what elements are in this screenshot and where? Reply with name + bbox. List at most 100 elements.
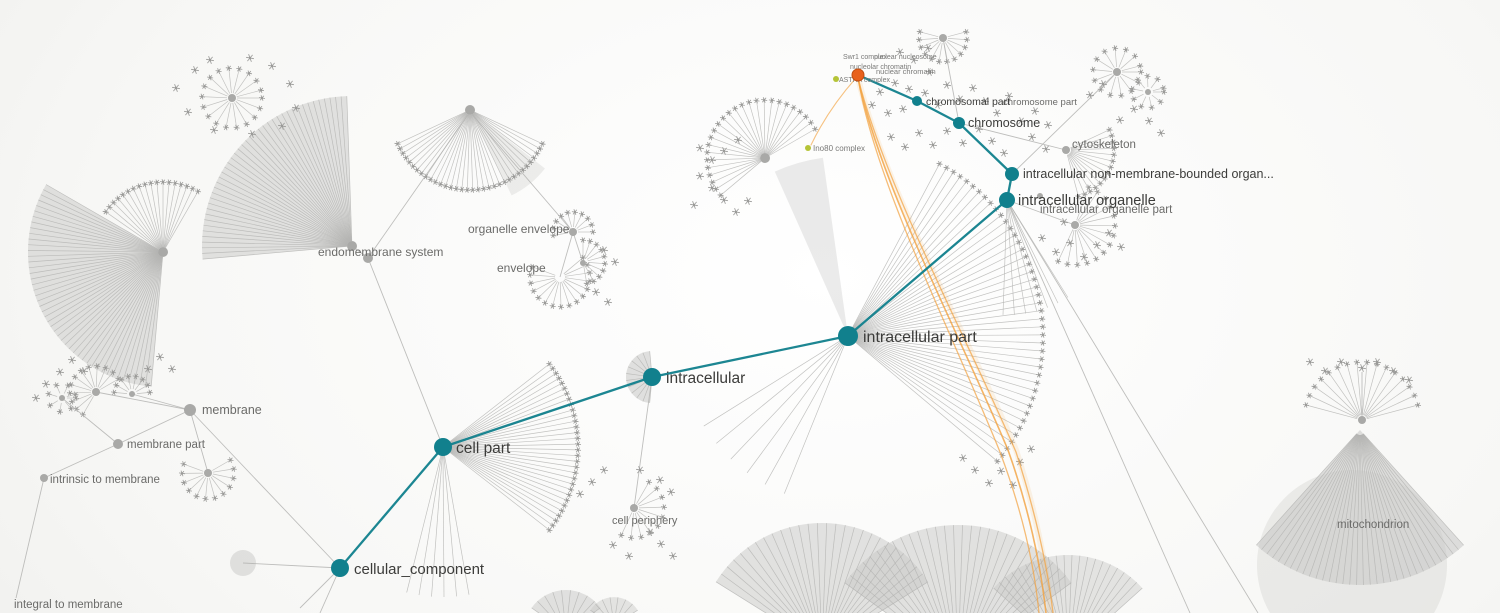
term-node-star[interactable] [406,159,413,166]
term-node-star[interactable] [114,195,122,202]
term-node-star[interactable] [1144,73,1151,79]
hub-node[interactable] [760,153,770,163]
term-node-star[interactable] [202,495,209,502]
hub-node[interactable] [363,253,373,263]
term-node-star[interactable] [993,109,1001,117]
label-cytoskeleton[interactable]: cytoskeleton [1072,139,1136,151]
node-label-chromosome[interactable]: chromosome [968,116,1040,130]
term-node-star[interactable] [111,389,118,396]
term-node-star[interactable] [899,105,907,113]
label-organelle-envelope[interactable]: organelle envelope [468,222,570,236]
term-node-star[interactable] [236,65,243,72]
node-intracellular-part[interactable] [838,326,858,346]
term-node-star[interactable] [491,183,498,190]
term-node-star[interactable] [418,170,425,177]
hub-node[interactable] [1071,221,1079,229]
term-node-star[interactable] [1075,193,1082,200]
term-node-star[interactable] [1306,392,1313,399]
term-node-star[interactable] [106,204,113,210]
term-node-star[interactable] [573,423,580,430]
term-node-star[interactable] [1037,299,1044,306]
term-node-star[interactable] [469,187,476,193]
term-node-star[interactable] [561,385,568,392]
label-intrinsic-to-membrane[interactable]: intrinsic to membrane [50,474,160,486]
term-node-star[interactable] [159,179,167,185]
term-node-star[interactable] [971,466,979,474]
term-node-star[interactable] [704,164,711,171]
term-node-star[interactable] [975,125,983,133]
term-node-star[interactable] [480,185,487,192]
term-node-star[interactable] [553,370,560,377]
term-node-star[interactable] [998,212,1005,219]
term-node-star[interactable] [745,99,753,106]
term-node-star[interactable] [144,382,151,389]
term-node-star[interactable] [884,109,892,117]
term-node-star[interactable] [573,298,580,305]
term-node-star[interactable] [1110,151,1117,158]
term-node-star[interactable] [734,136,742,144]
term-node-star[interactable] [654,523,661,530]
term-node-star[interactable] [501,179,508,186]
term-node-star[interactable] [130,185,137,192]
term-node-star[interactable] [1334,364,1341,371]
term-node-star[interactable] [1028,133,1036,141]
term-node-star[interactable] [553,517,560,524]
term-node-star[interactable] [178,470,186,477]
term-node-star[interactable] [427,176,434,183]
label-nuclear-nucleosome[interactable]: nuclear nucleosome [874,54,937,61]
hub-node[interactable] [580,260,586,266]
term-node-star[interactable] [812,126,819,132]
hub-node[interactable] [465,105,475,115]
term-node-star[interactable] [1092,184,1099,191]
label-nucleolar-chromatin[interactable]: nucleolar chromatin [850,64,911,71]
term-node-star[interactable] [53,382,60,389]
node-label-intracellular-non-membrane-bounded-organ[interactable]: intracellular non-membrane-bounded organ… [1023,167,1274,181]
term-node-star[interactable] [211,495,218,502]
term-node-star[interactable] [166,179,173,186]
term-node-star[interactable] [719,115,727,121]
node-label-cell-part[interactable]: cell part [456,440,511,457]
label-envelope[interactable]: envelope [497,261,546,275]
term-node-star[interactable] [928,56,935,63]
term-node-star[interactable] [110,199,117,206]
term-node-star[interactable] [1110,212,1118,219]
term-node-star[interactable] [566,302,573,309]
hub-node[interactable] [630,504,638,512]
node-intracellular-organelle[interactable] [999,192,1015,208]
term-node-star[interactable] [1032,387,1039,394]
label-chromosome-part[interactable]: chromosome part [1003,97,1077,108]
term-node-star[interactable] [717,192,724,199]
label-membrane-part[interactable]: membrane part [127,439,206,451]
term-node-star[interactable] [963,36,970,43]
term-node-star[interactable] [496,181,503,188]
term-node-star[interactable] [227,457,234,463]
term-node-star[interactable] [571,412,578,419]
term-node-star[interactable] [1117,243,1125,251]
term-node-star[interactable] [600,246,608,254]
term-node-star[interactable] [705,141,712,148]
term-node-star[interactable] [600,466,608,474]
term-node-star[interactable] [191,66,199,74]
label-integral-to-membrane[interactable]: integral to membrane [14,599,123,611]
hub-node[interactable] [92,388,100,396]
term-node-star[interactable] [248,130,256,138]
term-node-star[interactable] [1306,358,1314,366]
term-node-star[interactable] [916,28,923,35]
term-node-star[interactable] [257,105,264,112]
term-node-star[interactable] [876,88,884,96]
term-node-star[interactable] [535,294,542,301]
term-node-star[interactable] [189,185,196,192]
term-node-star[interactable] [183,183,190,190]
term-node-star[interactable] [1157,98,1164,105]
term-node-star[interactable] [959,139,967,147]
term-node-star[interactable] [790,104,797,111]
term-node-star[interactable] [458,186,465,193]
term-node-star[interactable] [571,209,578,216]
term-node-star[interactable] [1023,410,1031,417]
term-node-star[interactable] [144,365,152,373]
term-node-star[interactable] [1064,261,1071,268]
term-node-star[interactable] [891,79,899,87]
term-node-star[interactable] [1101,195,1108,202]
term-node-star[interactable] [557,304,565,310]
term-node-star[interactable] [245,70,253,77]
